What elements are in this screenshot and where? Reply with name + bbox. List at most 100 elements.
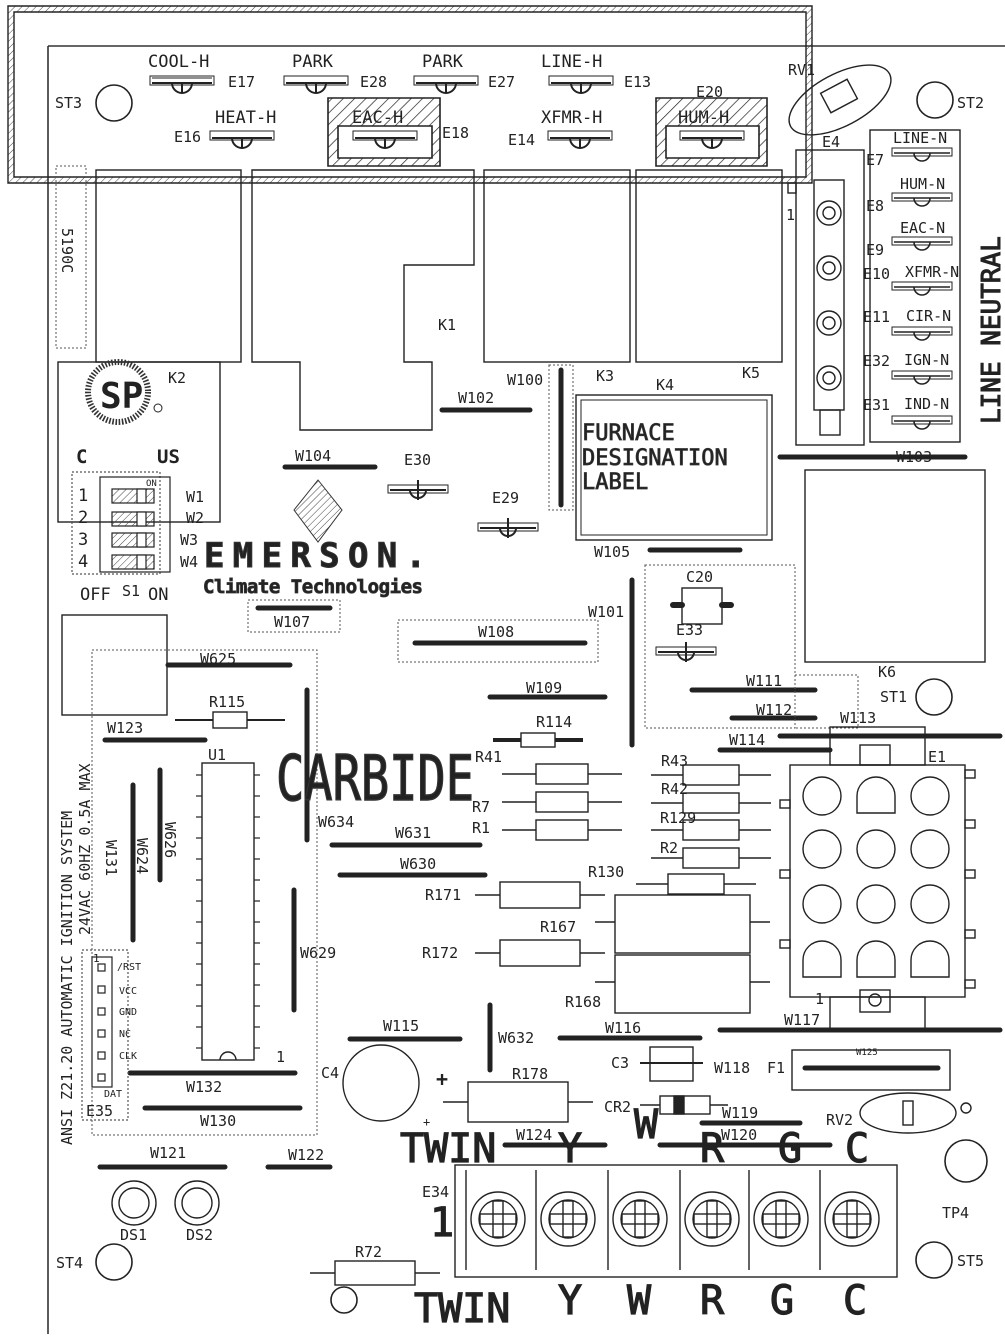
dip-num-2: 2 (78, 508, 88, 528)
label-r42: R42 (661, 780, 688, 798)
neutral-terminal-strip: LINE-N HUM-N EAC-N XFMR-N CIR-N IGN-N IN… (863, 129, 1005, 443)
label-cir-n: CIR-N (906, 307, 951, 325)
u1-pins (196, 774, 260, 1049)
label-w124: W124 (516, 1126, 552, 1144)
label-w112: W112 (756, 701, 792, 719)
terminal-screw-slot (693, 1213, 731, 1225)
furnace-text-1: FURNACE (582, 421, 675, 446)
pin-nc: NC (119, 1029, 131, 1040)
label-k6: K6 (878, 663, 896, 681)
e1-cavity-d (910, 940, 950, 978)
terminal-screw-slot (762, 1213, 800, 1225)
e1-cavity (910, 776, 950, 816)
terminal-screw-slot (634, 1200, 646, 1238)
terminal-screw-slot (706, 1200, 718, 1238)
w100-outline (548, 364, 574, 511)
c3-capacitor (640, 1046, 703, 1082)
label-e18: E18 (442, 124, 469, 142)
label-st5: ST5 (957, 1252, 984, 1270)
label-w104: W104 (295, 447, 331, 465)
top-r: R (700, 1126, 725, 1172)
e1-cavity (856, 829, 896, 869)
dip-switch-s1 (71, 471, 171, 575)
label-u1-pin1: 1 (276, 1048, 285, 1066)
dip-off: OFF (80, 585, 111, 605)
e35-pin1: 1 (93, 952, 100, 965)
dip-num-4: 4 (78, 552, 88, 572)
label-e27: E27 (488, 73, 515, 91)
terminal-screw-slot (479, 1213, 517, 1225)
label-w109: W109 (526, 679, 562, 697)
label-w107: W107 (274, 613, 310, 631)
component-block-left (61, 614, 168, 716)
label-line-h: LINE-H (541, 52, 602, 72)
pin-rst: /RST (117, 962, 141, 973)
w107-outline (247, 599, 341, 633)
label-e29: E29 (492, 489, 519, 507)
terminal-screw-head (620, 1199, 660, 1239)
bot-c: C (843, 1278, 867, 1324)
climate-text: Climate Technologies (203, 576, 423, 598)
terminal-screw-slot (621, 1213, 659, 1225)
f1-fuse (791, 1049, 951, 1091)
terminal-screw-slot (549, 1213, 587, 1225)
terminal-screw-slot (492, 1200, 504, 1238)
terminal-screw (612, 1191, 668, 1247)
top-c: C (845, 1126, 869, 1172)
label-e4-pin1: 1 (786, 206, 795, 224)
label-f1: F1 (767, 1059, 785, 1077)
label-e30: E30 (404, 451, 431, 469)
terminal-screw-head (832, 1199, 872, 1239)
rv2-varistor (859, 1092, 972, 1134)
e35-header (81, 949, 129, 1121)
thermostat-terminal-block (454, 1164, 898, 1278)
emerson-text: EMERSON. (204, 536, 426, 576)
dip-w3: W3 (180, 531, 198, 549)
label-line-neutral: LINE NEUTRAL (977, 236, 1005, 424)
furnace-designation-label: FURNACE DESIGNATION LABEL (575, 394, 773, 541)
terminal-screw (753, 1191, 809, 1247)
label-w105: W105 (594, 543, 630, 561)
e4-connector (787, 149, 865, 446)
pin-clk: CLK (119, 1051, 137, 1062)
label-e9: E9 (866, 241, 884, 259)
bot-w: W (627, 1278, 652, 1324)
e1-cavity (910, 884, 950, 924)
u1-region (91, 649, 318, 1136)
label-e8: E8 (866, 197, 884, 215)
pin-gnd: GND (119, 1007, 137, 1018)
cr2-diode (640, 1095, 728, 1115)
label-r43: R43 (661, 752, 688, 770)
emerson-logo: EMERSON. Climate Technologies (203, 479, 427, 598)
component-labels: W100 W102 W104 W103 E30 E29 W105 C20 W10… (56, 371, 984, 1272)
e1-cavity-d (856, 776, 896, 814)
top-hatched-frame (7, 5, 813, 184)
label-w117: W117 (784, 1011, 820, 1029)
e1-pins (802, 776, 950, 978)
label-xfmr-n: XFMR-N (905, 263, 959, 281)
label-r72: R72 (355, 1243, 382, 1261)
label-w629: W629 (300, 944, 336, 962)
label-rv1: RV1 (788, 61, 815, 79)
label-ds2: DS2 (186, 1226, 213, 1244)
terminal-screw (540, 1191, 596, 1247)
terminal-screw-head (548, 1199, 588, 1239)
relay-labels: K1 K2 K3 K4 K5 K6 (168, 316, 896, 681)
terminal-screws (465, 1170, 880, 1270)
label-eac-h: EAC-H (352, 108, 403, 128)
label-st2: ST2 (957, 94, 984, 112)
label-w101: W101 (588, 603, 624, 621)
terminal-screw-head (761, 1199, 801, 1239)
label-r172: R172 (422, 944, 458, 962)
top-y: Y (558, 1126, 582, 1172)
label-k1: K1 (438, 316, 456, 334)
terminal-screw (824, 1191, 880, 1247)
label-k3: K3 (596, 367, 614, 385)
e1-cavity (802, 884, 842, 924)
jumper-wires (97, 407, 1003, 1170)
label-st3: ST3 (55, 94, 82, 112)
label-e14: E14 (508, 131, 535, 149)
label-e17: E17 (228, 73, 255, 91)
csa-logo: SP C US (76, 359, 180, 468)
dip-on-small: ON (146, 479, 157, 489)
